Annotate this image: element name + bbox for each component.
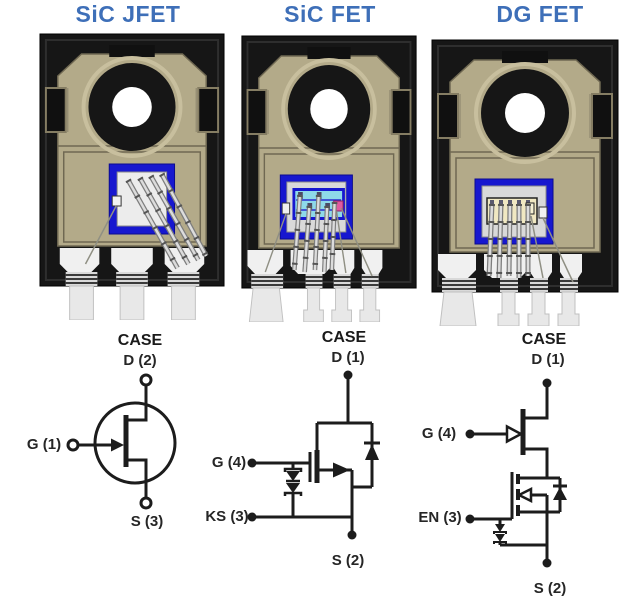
mount-boss [281, 58, 377, 160]
case-label: CASE [521, 331, 567, 348]
package-leads [438, 254, 582, 326]
side-window-right [591, 93, 613, 139]
drain-label: D (1) [531, 351, 565, 368]
mount-hole [505, 93, 545, 133]
side-window-right [197, 87, 220, 133]
package-leg [497, 291, 520, 326]
case-label: CASE [321, 329, 367, 346]
gate-label: G (4) [211, 454, 247, 471]
body-arrow [516, 486, 533, 504]
jfet-circle [93, 401, 177, 485]
gate-arrow [111, 438, 124, 452]
drain-terminal [542, 378, 552, 388]
package-leg [439, 291, 477, 326]
schematic-sic-jfet: CASE D (2) G (1) S (3) [20, 332, 235, 542]
side-window-left [44, 87, 67, 133]
gate-label: G (1) [26, 436, 62, 453]
source-label: S (3) [130, 513, 164, 530]
package-leg [359, 287, 381, 322]
package-leads [247, 250, 383, 322]
source-label: S (2) [331, 552, 365, 569]
mount-boss [474, 62, 576, 164]
kelvin-source-label: KS (3) [205, 508, 249, 525]
title-sic-fet: SiC FET [284, 1, 376, 27]
enable-terminal [465, 514, 475, 524]
side-window-left [437, 93, 459, 139]
drain-terminal [139, 373, 153, 387]
package-cutaway-sic-fet [241, 35, 417, 322]
dual-gate-symbol [465, 378, 567, 568]
drain-label: D (2) [123, 352, 157, 369]
bond-wires [84, 172, 209, 270]
title-sic-jfet: SiC JFET [75, 1, 181, 27]
drain-label: D (1) [331, 349, 365, 366]
bond-wires [486, 203, 574, 283]
kelvin-source-terminal [247, 512, 257, 522]
gate-terminal [465, 429, 475, 439]
die-dg-fet [474, 178, 554, 245]
source-arrow [333, 462, 350, 478]
package-cutaway-dg-fet [431, 39, 619, 326]
schematic-dg-fet: CASE D (1) G (4) EN (3) S (2) [415, 328, 623, 611]
source-label: S (2) [533, 580, 567, 597]
mount-boss [81, 56, 183, 158]
package-leg [331, 287, 352, 322]
title-dg-fet: DG FET [496, 1, 584, 27]
mount-hole [310, 89, 348, 129]
package-leg [248, 287, 284, 322]
jfet-symbol [66, 373, 177, 510]
body-diode [553, 487, 567, 500]
esd-zener-pair [283, 463, 303, 517]
gate-terminal [66, 438, 80, 452]
case-label: CASE [117, 332, 163, 349]
cascode-symbol [247, 370, 380, 540]
package-leg [303, 287, 324, 322]
gate-pad [281, 202, 291, 215]
side-window-right [390, 89, 412, 135]
bond-wires [264, 194, 373, 277]
lead-frame [44, 45, 220, 247]
package-leg [119, 285, 145, 320]
package-leg [69, 285, 94, 320]
gate-pad [111, 195, 122, 207]
enable-label: EN (3) [418, 509, 462, 526]
package-leg [527, 291, 550, 326]
source-terminal [347, 530, 357, 540]
package-cutaway-sic-jfet [39, 33, 225, 320]
jfet-gate-arrow [505, 424, 524, 444]
source-terminal [542, 558, 552, 568]
mount-hole [112, 87, 152, 127]
esd-zener-pair [493, 519, 547, 547]
body-diode [365, 444, 379, 460]
package-leg [557, 291, 580, 326]
side-window-left [246, 89, 268, 135]
gate-label: G (4) [421, 425, 457, 442]
drain-terminal [343, 370, 353, 380]
schematic-sic-fet: CASE D (1) G (4) KS (3) S (2) [200, 328, 425, 578]
enable-pad [538, 206, 548, 219]
package-leg [171, 285, 196, 320]
gate-terminal [247, 458, 257, 468]
mosfet [510, 472, 567, 519]
source-terminal [139, 496, 153, 510]
